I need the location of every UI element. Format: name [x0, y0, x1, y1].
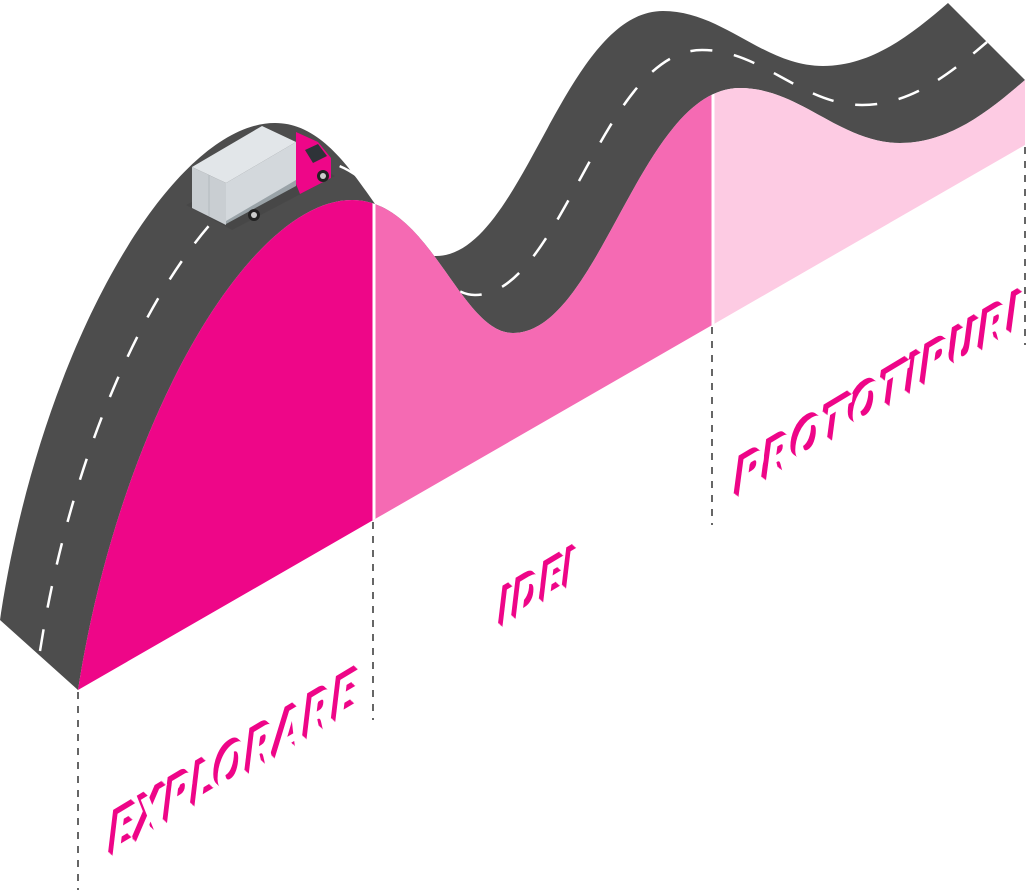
- lane-markings: [38, 41, 988, 652]
- delivery-truck-icon: [186, 126, 335, 230]
- guide-lines: [77, 147, 1026, 890]
